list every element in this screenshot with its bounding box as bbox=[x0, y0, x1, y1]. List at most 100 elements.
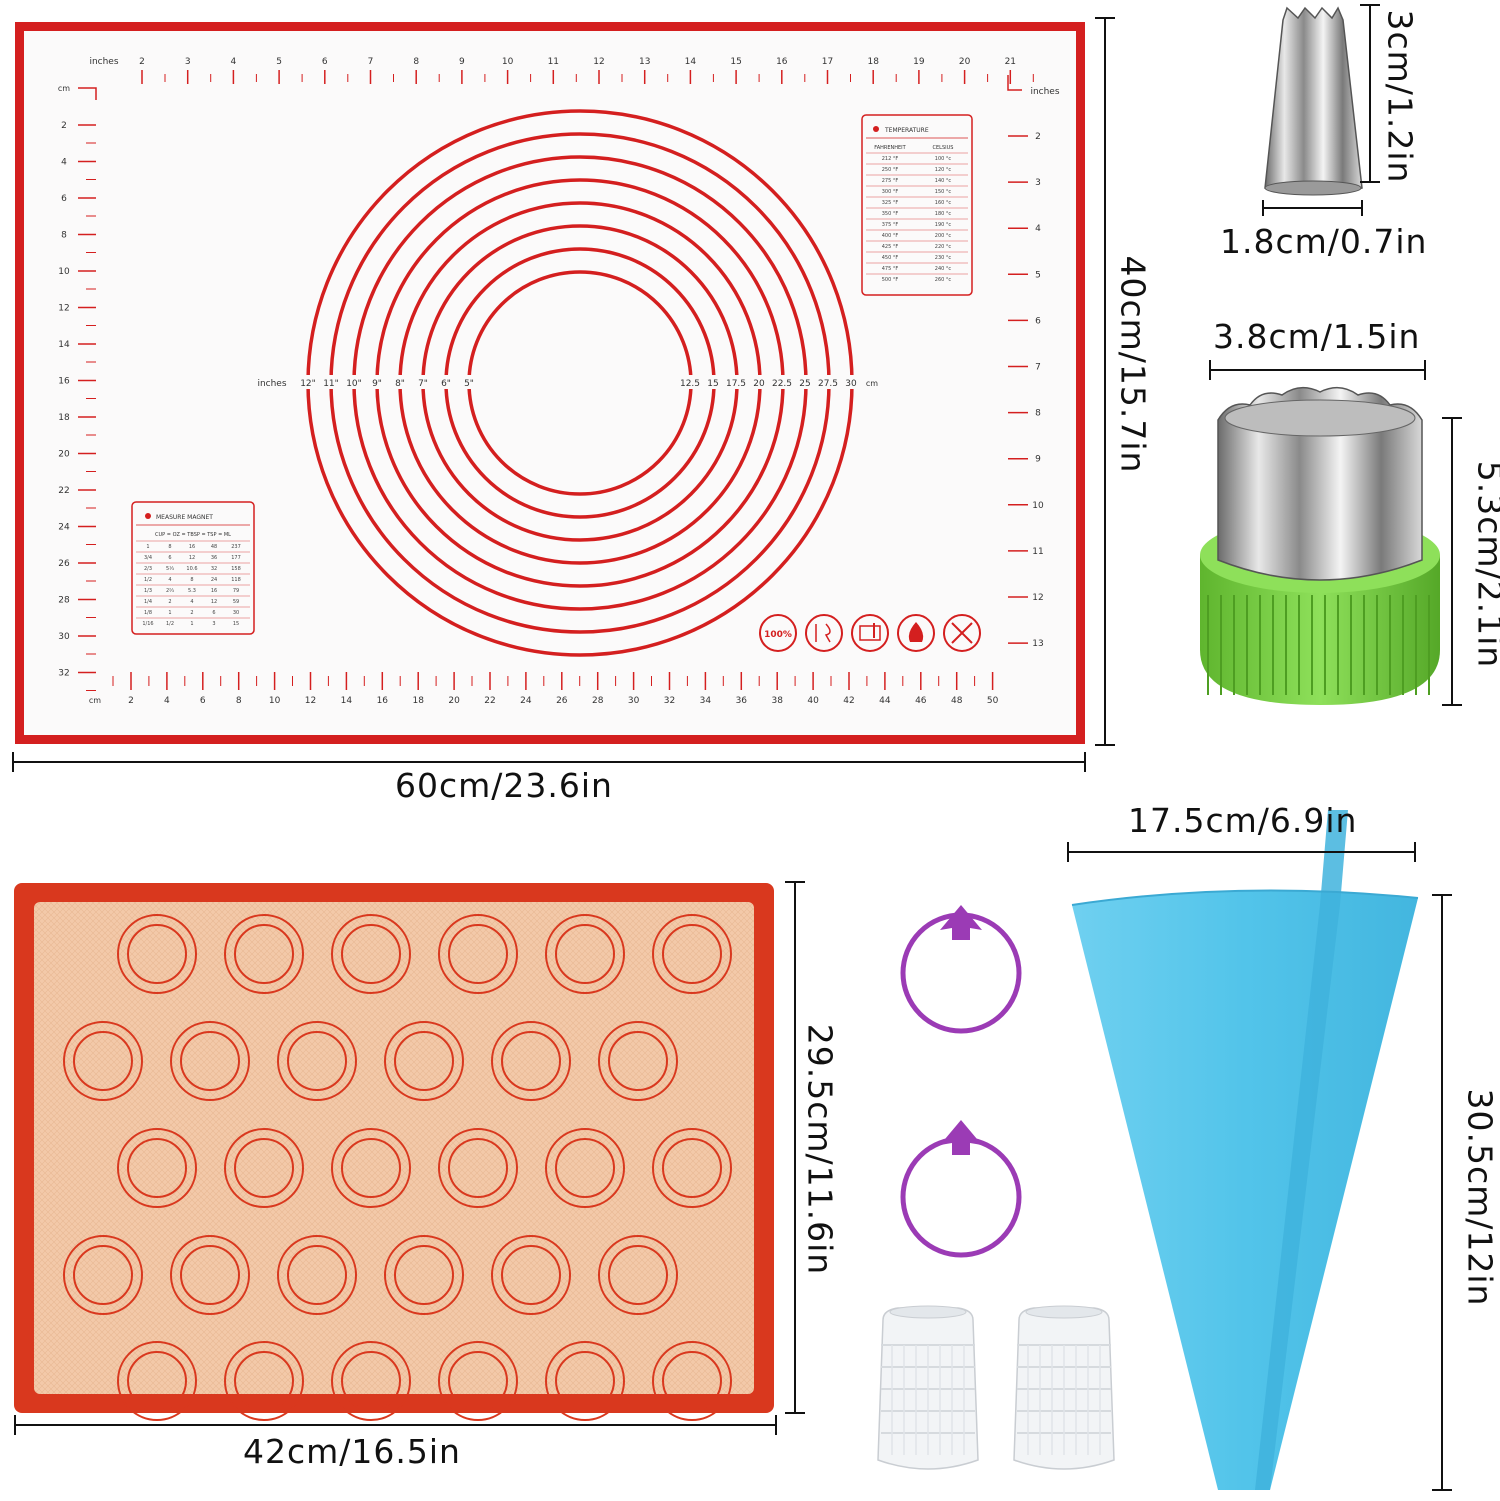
ruler-tick-label: 26 bbox=[58, 559, 70, 569]
tip-width-label: 1.8cm/0.7in bbox=[1220, 222, 1427, 261]
svg-text:200 °c: 200 °c bbox=[935, 233, 952, 239]
svg-text:237: 237 bbox=[231, 544, 241, 550]
ruler-tick-label: 11 bbox=[548, 57, 559, 67]
svg-text:160 °c: 160 °c bbox=[935, 200, 952, 206]
circle-cm-label: 30 bbox=[845, 379, 857, 389]
svg-text:3: 3 bbox=[212, 621, 215, 627]
ruler-tick-label: 15 bbox=[730, 57, 741, 67]
svg-text:158: 158 bbox=[231, 566, 241, 572]
ruler-tick-label: 14 bbox=[341, 696, 353, 706]
ruler-tick-label: 20 bbox=[959, 57, 971, 67]
ruler-tick-label: 2 bbox=[128, 696, 134, 706]
circle-cm-label: 27.5 bbox=[818, 379, 838, 389]
ruler-unit-label: inches bbox=[1030, 87, 1059, 97]
ruler-tick-label: 16 bbox=[377, 696, 389, 706]
bag-tie-rings bbox=[903, 905, 1019, 1255]
svg-text:3/4: 3/4 bbox=[144, 555, 152, 561]
ruler-tick-label: 12 bbox=[58, 304, 69, 314]
svg-text:500 °F: 500 °F bbox=[882, 277, 899, 283]
svg-text:325 °F: 325 °F bbox=[882, 200, 899, 206]
ruler-tick-label: 16 bbox=[776, 57, 788, 67]
svg-text:450 °F: 450 °F bbox=[882, 255, 899, 261]
ruler-tick-label: 28 bbox=[592, 696, 604, 706]
svg-text:1/2: 1/2 bbox=[144, 577, 152, 583]
circle-unit-label: cm bbox=[866, 379, 878, 388]
svg-text:1/8: 1/8 bbox=[144, 610, 152, 616]
svg-text:1: 1 bbox=[168, 610, 171, 616]
svg-text:4: 4 bbox=[190, 599, 193, 605]
svg-text:120 °c: 120 °c bbox=[935, 167, 952, 173]
ruler-tick-label: 38 bbox=[771, 696, 783, 706]
svg-text:350 °F: 350 °F bbox=[882, 211, 899, 217]
svg-text:30: 30 bbox=[233, 610, 239, 616]
circle-inch-label: 9" bbox=[372, 379, 382, 389]
ruler-tick-label: 20 bbox=[58, 450, 70, 460]
bag-height-label: 30.5cm/12in bbox=[1461, 1073, 1500, 1323]
circle-cm-label: 20 bbox=[753, 379, 765, 389]
ruler-tick-label: 3 bbox=[1035, 178, 1041, 188]
ruler-tick-label: 50 bbox=[987, 696, 999, 706]
ruler-tick-label: 44 bbox=[879, 696, 891, 706]
ruler-tick-label: 2 bbox=[61, 121, 67, 131]
ruler-tick-label: 11 bbox=[1032, 547, 1043, 557]
ruler-tick-label: 12 bbox=[1032, 593, 1043, 603]
macaron-mat-height-label: 29.5cm/11.6in bbox=[801, 1015, 840, 1285]
svg-text:150 °c: 150 °c bbox=[935, 189, 952, 195]
svg-text:1/3: 1/3 bbox=[144, 588, 152, 594]
piping-bag bbox=[1072, 810, 1418, 1490]
svg-text:15: 15 bbox=[233, 621, 239, 627]
svg-text:1: 1 bbox=[190, 621, 193, 627]
svg-text:275 °F: 275 °F bbox=[882, 178, 899, 184]
ruler-tick-label: 19 bbox=[913, 57, 925, 67]
circle-cm-label: 12.5 bbox=[680, 379, 700, 389]
svg-text:16: 16 bbox=[189, 544, 195, 550]
svg-text:425 °F: 425 °F bbox=[882, 244, 899, 250]
svg-text:10.6: 10.6 bbox=[186, 566, 197, 572]
circle-unit-label: inches bbox=[257, 379, 286, 389]
ruler-tick-label: 17 bbox=[822, 57, 833, 67]
svg-text:5.3: 5.3 bbox=[188, 588, 196, 594]
macaron-mat-surface bbox=[34, 902, 754, 1394]
svg-text:2/3: 2/3 bbox=[144, 566, 152, 572]
svg-text:24: 24 bbox=[211, 577, 217, 583]
circle-cm-label: 25 bbox=[799, 379, 810, 389]
svg-text:12: 12 bbox=[189, 555, 195, 561]
svg-text:140 °c: 140 °c bbox=[935, 178, 952, 184]
svg-text:2: 2 bbox=[168, 599, 171, 605]
ruler-tick-label: 24 bbox=[520, 696, 532, 706]
svg-text:59: 59 bbox=[233, 599, 239, 605]
svg-text:16: 16 bbox=[211, 588, 217, 594]
measure-title: MEASURE MAGNET bbox=[156, 514, 213, 521]
svg-text:100 °c: 100 °c bbox=[935, 156, 952, 162]
piping-tip bbox=[1265, 8, 1362, 195]
couplers bbox=[878, 1306, 1114, 1469]
ruler-tick-label: 40 bbox=[807, 696, 819, 706]
svg-text:220 °c: 220 °c bbox=[935, 244, 952, 250]
ruler-tick-label: 32 bbox=[58, 669, 69, 679]
ruler-tick-label: 4 bbox=[231, 57, 237, 67]
ruler-tick-label: 18 bbox=[58, 413, 70, 423]
pastry-mat-width-label: 60cm/23.6in bbox=[395, 766, 613, 805]
ruler-tick-label: 14 bbox=[58, 340, 70, 350]
ruler-tick-label: 4 bbox=[61, 158, 67, 168]
ruler-tick-label: 2 bbox=[1035, 132, 1041, 142]
ruler-tick-label: 5 bbox=[1035, 270, 1041, 280]
svg-text:4: 4 bbox=[168, 577, 171, 583]
ruler-tick-label: 26 bbox=[556, 696, 568, 706]
cutter-width-label: 3.8cm/1.5in bbox=[1213, 317, 1420, 356]
ruler-tick-label: 30 bbox=[58, 632, 70, 642]
ruler-unit-label: cm bbox=[89, 696, 101, 705]
circle-inch-label: 10" bbox=[346, 379, 362, 389]
ruler-tick-label: 4 bbox=[1035, 224, 1041, 234]
svg-text:FAHRENHEIT: FAHRENHEIT bbox=[874, 145, 906, 151]
svg-text:1/2: 1/2 bbox=[166, 621, 174, 627]
ruler-tick-label: 13 bbox=[639, 57, 650, 67]
ruler-tick-label: 13 bbox=[1032, 639, 1043, 649]
circle-inch-label: 5" bbox=[464, 379, 474, 389]
svg-text:12: 12 bbox=[211, 599, 217, 605]
macaron-mat bbox=[14, 883, 774, 1420]
svg-text:475 °F: 475 °F bbox=[882, 266, 899, 272]
badge-text: 100% bbox=[764, 630, 792, 640]
ruler-tick-label: 5 bbox=[276, 57, 282, 67]
